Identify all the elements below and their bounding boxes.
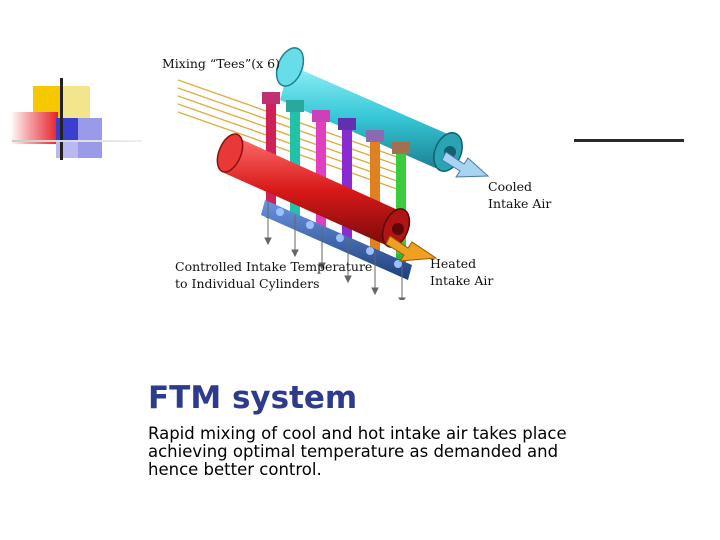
label-controlled-line2: to Individual Cylinders <box>175 276 320 291</box>
decor-horizontal-rule-right <box>574 139 684 142</box>
base-rail <box>261 200 412 280</box>
decor-vertical-rule <box>60 78 63 160</box>
label-mixing-tees: Mixing “Tees”(x 6) <box>162 56 280 71</box>
air-stream-lines <box>177 79 401 191</box>
ftm-diagram: Mixing “Tees”(x 6) Cooled Intake Air Hea… <box>162 47 551 300</box>
cooled-air-arrow <box>441 151 490 178</box>
label-heated-line1: Heated <box>430 256 476 271</box>
decor-horizontal-rule-left <box>12 140 142 142</box>
decor-light-yellow-block <box>60 86 90 118</box>
label-controlled-line1: Controlled Intake Temperature <box>175 259 372 274</box>
decor-red-block <box>10 112 58 144</box>
label-cooled-line2: Intake Air <box>488 196 551 211</box>
slide-title: FTM system <box>148 380 358 416</box>
outlet-arrows <box>264 200 406 300</box>
decor-lavender-block <box>78 118 102 158</box>
tee-valves <box>262 92 410 154</box>
label-heated-line2: Intake Air <box>430 273 493 288</box>
slide-body-text: Rapid mixing of cool and hot intake air … <box>148 424 567 479</box>
heated-air-arrow <box>385 235 438 262</box>
label-cooled-line1: Cooled <box>488 179 532 194</box>
